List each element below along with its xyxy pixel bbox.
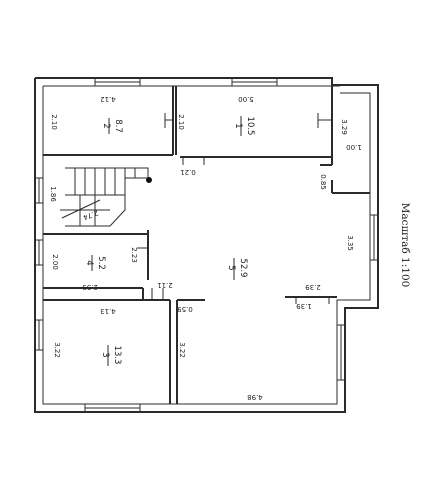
room-4-label: 4 5.2 — [84, 255, 106, 271]
stair-marker — [146, 177, 152, 183]
dim-r4-left: 2.00 — [51, 254, 59, 270]
room-number: 4 — [84, 260, 94, 265]
dim-hall-gap: 2.11 — [157, 281, 173, 289]
room-3-label: 3 13.3 — [100, 345, 122, 366]
room-number: 1 — [233, 123, 243, 128]
dim-stair-left: 1.86 — [49, 186, 57, 202]
room-number: 5 — [226, 265, 236, 270]
interior-walls — [43, 86, 370, 404]
room-number: 2 — [101, 123, 111, 128]
dim-r2-left: 2.10 — [50, 114, 58, 130]
windows — [34, 77, 379, 413]
dim-bay-top: 1.00 — [346, 143, 362, 151]
dim-r3-left: 3.22 — [53, 342, 61, 358]
dim-hall-right-height: 3.35 — [346, 235, 354, 251]
dim-r1-right: 3.29 — [340, 119, 348, 135]
dimension-labels: 4.12 2.10 2.10 5.00 3.29 0.21 1.00 1.86 … — [49, 95, 362, 401]
dim-r4-right: 2.23 — [130, 247, 138, 263]
staircase — [60, 167, 152, 227]
room-number: 3 — [100, 352, 110, 357]
dim-hall-lower-height: 1.39 — [296, 302, 312, 310]
dim-r4-bottom: 2.59 — [82, 283, 98, 291]
dim-r3-top: 4.13 — [100, 307, 116, 315]
room-1-label: 1 10.5 — [233, 116, 255, 136]
dim-r1-top: 5.00 — [238, 95, 254, 103]
room-area: 13.3 — [112, 346, 122, 365]
scale-label: Масштаб 1:100 — [399, 203, 411, 288]
room-area: 8.7 — [113, 119, 123, 133]
room-area: 10.5 — [245, 117, 255, 136]
dimension-ticks — [137, 113, 332, 304]
room-2-label: 2 8.7 — [101, 118, 123, 134]
dim-r3-right: 3.22 — [178, 342, 186, 358]
room-area: 52.9 — [238, 259, 248, 278]
dim-hall-wall-right: 0.85 — [319, 174, 327, 190]
room-area: 5.2 — [96, 256, 106, 270]
dim-r2-top: 4.12 — [100, 95, 116, 103]
dim-door-gap: 0.59 — [177, 305, 193, 313]
dim-corridor-top: 0.21 — [180, 168, 196, 176]
room-5-label: 5 52.9 — [226, 258, 248, 280]
outer-walls — [34, 77, 379, 413]
dim-hall-lower-width: 2.39 — [305, 283, 321, 291]
dim-r2-right: 2.10 — [177, 114, 185, 130]
dim-bottom-width: 4.98 — [247, 393, 263, 401]
